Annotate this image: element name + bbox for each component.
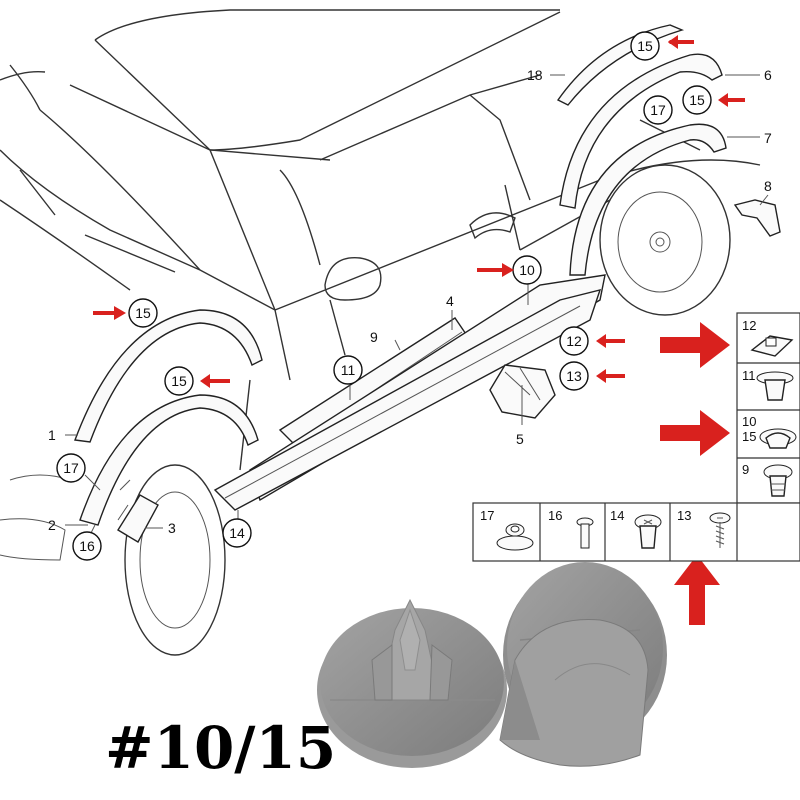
label-3: 3	[168, 520, 176, 536]
arrow-icon	[660, 410, 730, 456]
front-wheel-arch-2	[79, 394, 259, 526]
label-4: 4	[446, 293, 454, 309]
table-label-17: 17	[480, 508, 494, 523]
arrow-icon	[668, 35, 694, 49]
mud-flap-bracket	[117, 479, 159, 543]
svg-text:15: 15	[171, 373, 187, 389]
table-label-9: 9	[742, 462, 749, 477]
table-label-12: 12	[742, 318, 756, 333]
front-wheel-arch-1	[74, 309, 263, 443]
clip-left	[317, 598, 507, 768]
arrow-icon	[596, 334, 625, 348]
table-label-10: 10	[742, 414, 756, 429]
push-clip-11-icon	[756, 371, 794, 401]
label-5: 5	[516, 431, 524, 447]
svg-text:17: 17	[63, 460, 79, 476]
table-label-15: 15	[742, 429, 756, 444]
side-sill-14	[213, 289, 602, 511]
svg-text:16: 16	[79, 538, 95, 554]
svg-text:15: 15	[135, 305, 151, 321]
label-18: 18	[527, 67, 543, 83]
label-8: 8	[764, 178, 772, 194]
table-label-14: 14	[610, 508, 624, 523]
label-7: 7	[764, 130, 772, 146]
callout-15-front-top: 15	[128, 298, 158, 328]
rivet-16-icon	[576, 517, 594, 549]
svg-text:15: 15	[689, 92, 705, 108]
svg-text:15: 15	[637, 38, 653, 54]
front-wheel	[124, 464, 226, 656]
label-1: 1	[48, 427, 56, 443]
circled-callouts: 15 15 17 10 15 15 11 12	[56, 31, 712, 561]
callout-14: 14	[222, 518, 252, 548]
arrow-icon	[93, 306, 126, 320]
rear-arch-7	[569, 123, 727, 276]
svg-text:12: 12	[566, 333, 582, 349]
label-9: 9	[370, 329, 378, 345]
arrow-icon	[660, 322, 730, 368]
callout-13: 13	[559, 361, 589, 391]
table-label-11: 11	[742, 368, 756, 383]
rear-bracket-8	[733, 199, 781, 237]
speed-nut-icon	[750, 335, 794, 357]
callout-15-front: 15	[164, 366, 194, 396]
table-label-16: 16	[548, 508, 562, 523]
svg-text:13: 13	[566, 368, 582, 384]
callout-10-sill: 10	[512, 255, 542, 285]
callout-12: 12	[559, 326, 589, 356]
clip-product-photo	[317, 562, 667, 768]
label-6: 6	[764, 67, 772, 83]
push-clip-9-icon	[763, 464, 793, 497]
rear-arch-18	[556, 24, 685, 106]
callout-17-rear: 17	[643, 95, 673, 125]
caption-part-number: #10/15	[105, 714, 336, 782]
svg-text:11: 11	[341, 362, 356, 378]
screw-13-icon	[709, 512, 731, 548]
svg-text:10: 10	[519, 262, 535, 278]
arrow-icon	[477, 263, 514, 277]
callout-15-top: 15	[630, 31, 660, 61]
callout-17-front: 17	[56, 453, 86, 483]
parts-table: 12 11 10 15 9 17 16 14 13	[472, 312, 800, 562]
label-2: 2	[48, 517, 56, 533]
arrow-icon	[674, 555, 720, 625]
arrow-icon	[718, 93, 745, 107]
rear-wheel	[599, 164, 731, 316]
callout-11-sill: 11	[333, 355, 363, 385]
clip-right	[499, 562, 667, 767]
callout-15-rear: 15	[682, 85, 712, 115]
table-label-13: 13	[677, 508, 691, 523]
part-labels: 1 2 3 4 5 6 7 8 9 18	[48, 67, 772, 536]
svg-text:17: 17	[650, 102, 666, 118]
clip-14-icon	[634, 514, 662, 549]
push-clip-10-icon	[759, 428, 797, 449]
svg-text:14: 14	[229, 525, 245, 541]
rear-arch-6	[559, 53, 723, 209]
callout-16: 16	[72, 531, 102, 561]
red-arrows	[93, 34, 745, 625]
arrow-icon	[596, 369, 625, 383]
arrow-icon	[200, 374, 230, 388]
grommet-17-icon	[496, 523, 534, 551]
